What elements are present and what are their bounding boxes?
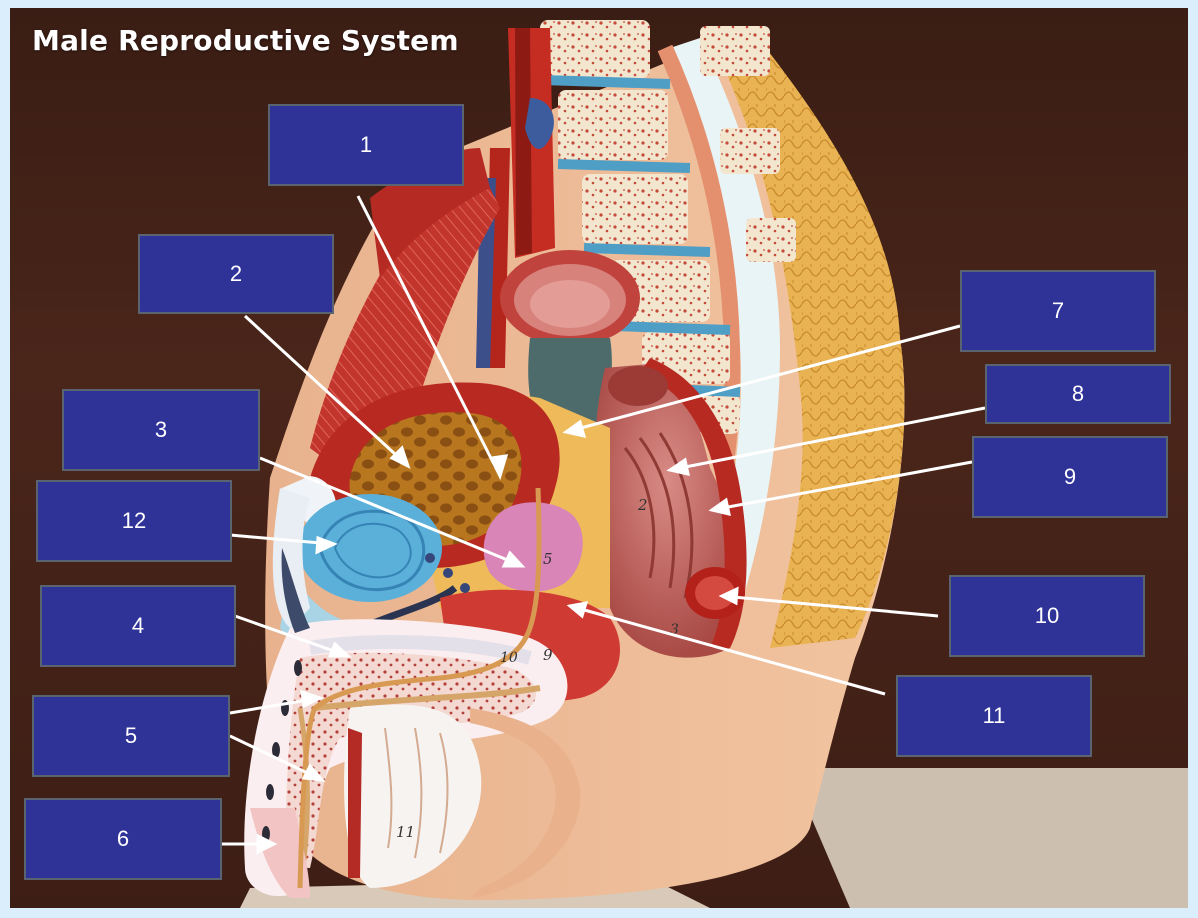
thigh-skin-fold — [470, 708, 581, 898]
leader-arrow-1 — [489, 454, 509, 481]
leader-arrow-6 — [256, 833, 278, 855]
model-number-9: 9 — [543, 646, 553, 664]
urethra — [297, 487, 542, 889]
leader-arrow-11 — [566, 601, 589, 619]
leader-arrow-5b — [301, 763, 326, 782]
leader-line-1 — [356, 195, 502, 477]
scrotum-testis — [344, 704, 482, 888]
model-number-5: 5 — [543, 550, 553, 568]
leader-arrow-8 — [666, 457, 690, 476]
leader-line-9 — [711, 460, 973, 512]
leader-arrow-3 — [501, 550, 526, 568]
cavernous-spaces — [262, 660, 302, 842]
anal-canal — [695, 576, 735, 610]
leader-line-4 — [234, 614, 349, 658]
leader-arrow-4 — [327, 641, 352, 658]
leader-arrow-5a — [300, 689, 324, 709]
leader-arrow-2 — [389, 445, 411, 469]
sacral-canal — [670, 38, 780, 608]
model-number-2: 2 — [638, 496, 648, 514]
model-stand — [790, 768, 1188, 908]
leader-line-3 — [259, 456, 523, 568]
leader-line-7 — [565, 324, 961, 434]
label-box-10[interactable]: 10 — [949, 575, 1145, 657]
page-title: Male Reproductive System — [32, 24, 459, 57]
pubic-symphysis — [282, 476, 442, 602]
model-number-10: 10 — [500, 650, 518, 666]
leader-line-8 — [669, 406, 986, 472]
model-number-3: 3 — [670, 622, 679, 638]
dorsal-vessel — [281, 548, 310, 633]
label-box-4[interactable]: 4 — [40, 585, 236, 667]
label-box-6[interactable]: 6 — [24, 798, 222, 880]
label-box-8[interactable]: 8 — [985, 364, 1171, 424]
label-box-1[interactable]: 1 — [268, 104, 464, 186]
leader-arrow-12 — [315, 535, 338, 555]
leader-line-10 — [721, 594, 939, 618]
bulbourethral-glands — [425, 553, 470, 593]
leader-lines — [220, 195, 986, 855]
leader-line-11 — [569, 604, 886, 696]
leader-arrow-7 — [562, 419, 587, 439]
leader-arrow-10 — [718, 586, 739, 606]
seminal-vesicle — [483, 502, 583, 592]
leader-arrow-9 — [708, 497, 731, 517]
diagram-stage: 2 5 9 10 11 3 — [10, 8, 1188, 908]
label-box-2[interactable]: 2 — [138, 234, 334, 314]
label-box-12[interactable]: 12 — [36, 480, 232, 562]
posterior-fat — [710, 28, 905, 648]
leader-line-12 — [229, 533, 333, 546]
label-box-3[interactable]: 3 — [62, 389, 260, 471]
leader-line-2 — [243, 314, 410, 468]
anatomical-model-illustration — [240, 20, 1188, 908]
label-box-11[interactable]: 11 — [896, 675, 1092, 757]
abdominal-muscle — [310, 168, 500, 478]
model-number-11: 11 — [396, 823, 416, 841]
suprapubic-tissue — [272, 488, 310, 628]
label-box-5[interactable]: 5 — [32, 695, 230, 777]
penis — [244, 619, 568, 898]
label-box-7[interactable]: 7 — [960, 270, 1156, 352]
label-box-9[interactable]: 9 — [972, 436, 1168, 518]
